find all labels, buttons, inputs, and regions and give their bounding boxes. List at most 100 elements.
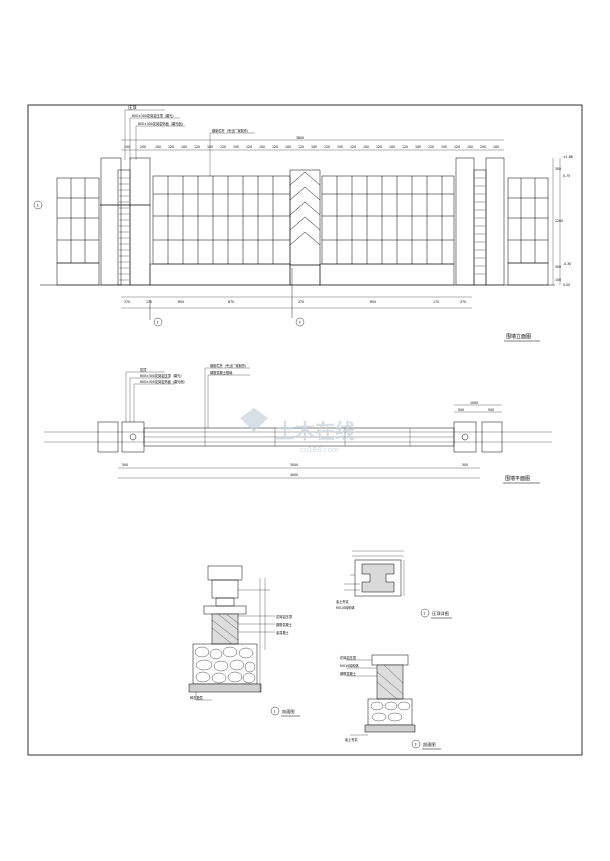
svg-text:100: 100 xyxy=(389,145,395,149)
svg-text:3: 3 xyxy=(415,743,417,747)
svg-text:花岗岩压顶: 花岗岩压顶 xyxy=(340,655,357,660)
detail-2-labels: 素土夯实 MU10砖砌体 2 压顶详图 xyxy=(336,599,452,619)
elevation-labels: 压顶 600×300花岗岩压顶（磨光） 600×300花岗岩饰面（磨光面） 钢制… xyxy=(33,105,573,342)
svg-text:100: 100 xyxy=(493,145,499,149)
svg-text:120: 120 xyxy=(246,145,252,149)
svg-text:1: 1 xyxy=(37,204,39,208)
svg-text:500: 500 xyxy=(122,463,128,467)
svg-text:120: 120 xyxy=(402,145,408,149)
svg-text:100: 100 xyxy=(415,145,421,149)
svg-text:2: 2 xyxy=(424,612,426,616)
svg-text:120: 120 xyxy=(454,145,460,149)
svg-text:花岗岩压顶: 花岗岩压顶 xyxy=(276,614,293,619)
plan-labels: 压顶 600×300花岗岩压顶（磨光） 600×300花岗岩饰面（磨光面） 钢制… xyxy=(122,363,540,484)
detail-2-title: 压顶详图 xyxy=(432,610,449,617)
detail-3-title: 剖面图 xyxy=(423,741,436,748)
svg-text:870: 870 xyxy=(228,300,234,304)
svg-text:100: 100 xyxy=(311,145,317,149)
svg-text:压顶: 压顶 xyxy=(140,368,147,372)
svg-text:100: 100 xyxy=(467,145,473,149)
svg-text:1200: 1200 xyxy=(555,219,563,223)
svg-text:120: 120 xyxy=(194,145,200,149)
svg-text:600×300花岗岩饰面（磨光面）: 600×300花岗岩饰面（磨光面） xyxy=(140,379,187,384)
svg-text:200: 200 xyxy=(140,145,146,149)
svg-text:100: 100 xyxy=(124,145,130,149)
svg-text:120: 120 xyxy=(350,145,356,149)
svg-text:170: 170 xyxy=(433,300,439,304)
section-tag-3 xyxy=(295,317,305,327)
svg-text:1: 1 xyxy=(274,710,276,714)
svg-text:4000: 4000 xyxy=(290,473,298,477)
svg-text:co188.com: co188.com xyxy=(300,446,339,454)
svg-text:0.00: 0.00 xyxy=(563,283,570,287)
svg-text:±1.88: ±1.88 xyxy=(563,155,573,159)
svg-text:1000: 1000 xyxy=(470,401,478,405)
svg-text:120: 120 xyxy=(168,145,174,149)
bottom-dim-row: 370 170 650 870 370 650 170 370 xyxy=(124,300,466,304)
svg-text:100: 100 xyxy=(441,145,447,149)
svg-text:100: 100 xyxy=(555,278,561,282)
svg-text:100: 100 xyxy=(259,145,265,149)
svg-text:钢筋混凝土: 钢筋混凝土 xyxy=(340,671,357,676)
svg-text:120: 120 xyxy=(428,145,434,149)
svg-text:500: 500 xyxy=(488,408,494,412)
svg-text:素土夯实: 素土夯实 xyxy=(345,737,358,742)
svg-text:100: 100 xyxy=(285,145,291,149)
svg-text:素混凝土: 素混凝土 xyxy=(276,630,290,635)
svg-text:MU10砖砌体: MU10砖砌体 xyxy=(340,663,360,668)
watermark: 土木在线 co188.com xyxy=(240,408,355,454)
svg-text:2: 2 xyxy=(157,321,159,325)
svg-text:300: 300 xyxy=(555,265,561,269)
svg-text:100: 100 xyxy=(181,145,187,149)
svg-text:370: 370 xyxy=(460,300,466,304)
svg-text:370: 370 xyxy=(298,300,304,304)
detail-1-labels: 花岗岩压顶 钢筋混凝土 素混凝土 碎石垫层 1 剖面图 xyxy=(190,614,300,717)
svg-text:100: 100 xyxy=(207,145,213,149)
elevation-title: 围墙立面图 xyxy=(506,333,531,340)
svg-text:120: 120 xyxy=(272,145,278,149)
svg-text:MU10砖砌体: MU10砖砌体 xyxy=(336,605,356,610)
svg-text:120: 120 xyxy=(324,145,330,149)
section-tag-1 xyxy=(33,200,43,210)
svg-text:370: 370 xyxy=(124,300,130,304)
detail-3-labels: 花岗岩压顶 MU10砖砌体 钢筋混凝土 素土夯实 3 剖面图 xyxy=(340,655,441,750)
fence-plan xyxy=(44,367,552,479)
svg-text:3: 3 xyxy=(299,321,301,325)
svg-text:120: 120 xyxy=(298,145,304,149)
svg-text:500: 500 xyxy=(458,408,464,412)
section-tag-2 xyxy=(153,317,163,327)
svg-text:170: 170 xyxy=(146,300,152,304)
svg-text:120: 120 xyxy=(376,145,382,149)
svg-text:600×300花岗岩压顶（磨光）: 600×300花岗岩压顶（磨光） xyxy=(140,373,184,378)
level-marks: ±1.88 0.75 -0.30 0.00 xyxy=(563,155,573,287)
svg-text:300: 300 xyxy=(555,167,561,171)
svg-text:500: 500 xyxy=(462,463,468,467)
svg-text:钢制栏杆（专业厂家制作）: 钢制栏杆（专业厂家制作） xyxy=(210,363,248,368)
svg-text:100: 100 xyxy=(155,145,161,149)
svg-text:100: 100 xyxy=(233,145,239,149)
svg-text:100: 100 xyxy=(363,145,369,149)
svg-text:素土夯实: 素土夯实 xyxy=(336,599,349,604)
svg-text:100: 100 xyxy=(337,145,343,149)
svg-text:200: 200 xyxy=(480,145,486,149)
sheet-border xyxy=(27,104,583,756)
svg-text:0.75: 0.75 xyxy=(563,174,570,178)
height-dims: 300 1200 300 100 xyxy=(555,167,563,282)
svg-text:120: 120 xyxy=(220,145,226,149)
plan-title: 围墙平面图 xyxy=(505,475,530,482)
fence-elevation xyxy=(40,109,561,320)
svg-text:钢筋混凝土: 钢筋混凝土 xyxy=(276,622,293,627)
detail-section-3 xyxy=(346,654,416,736)
svg-text:-0.30: -0.30 xyxy=(563,262,571,266)
detail-coping-2 xyxy=(344,550,405,597)
svg-text:3000: 3000 xyxy=(290,463,298,467)
svg-text:650: 650 xyxy=(178,300,184,304)
callout-steel-railing: 钢制栏杆（专业厂家制作） xyxy=(212,128,250,133)
top-dim-row: 100 200 100 120 100 120 100 120 100 120 … xyxy=(124,145,499,149)
svg-text:土木在线: 土木在线 xyxy=(275,419,355,443)
callout-granite-coping: 600×300花岗岩压顶（磨光） xyxy=(132,113,176,118)
overall-top-dim: 3800 xyxy=(296,136,304,140)
callout-granite-facing: 600×300花岗岩饰面（磨光面） xyxy=(138,121,185,126)
detail-section-1 xyxy=(188,565,275,701)
